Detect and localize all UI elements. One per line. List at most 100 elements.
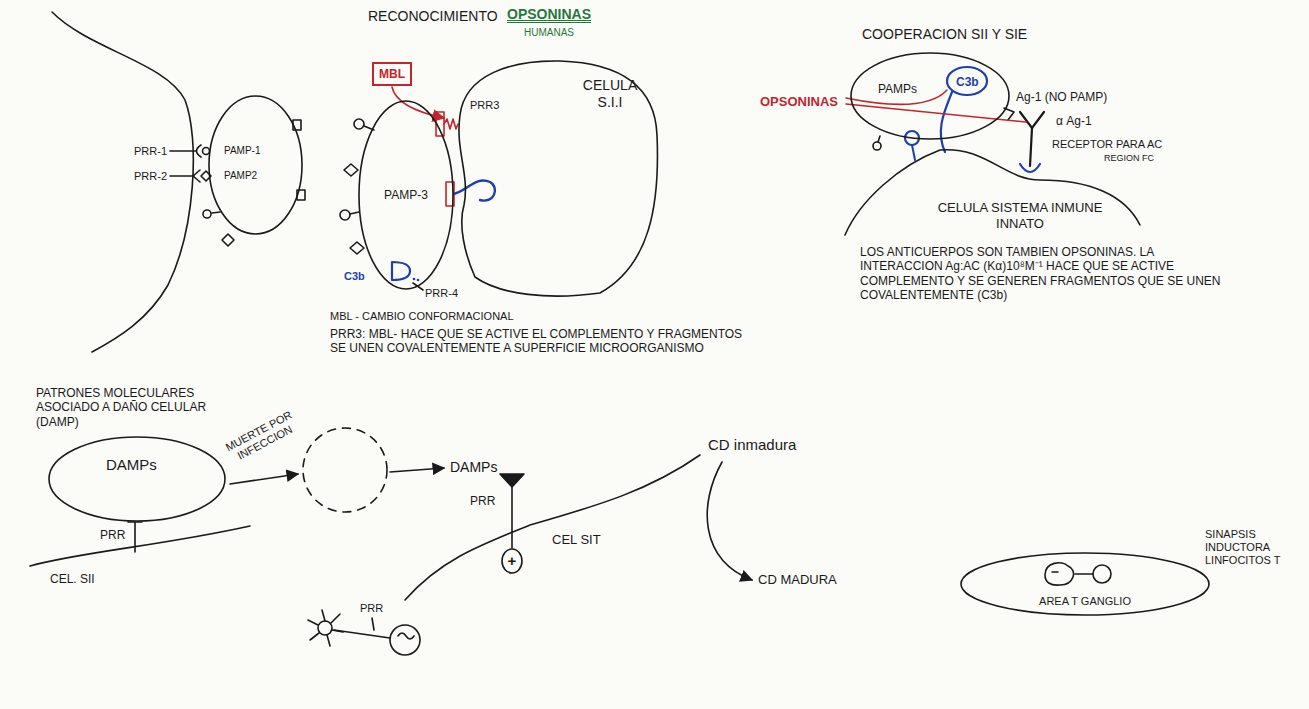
oval-outline — [209, 96, 302, 234]
dead-cell — [303, 428, 387, 512]
activation-circle: + — [501, 548, 523, 574]
microbe-detail — [398, 633, 414, 639]
microbe — [390, 625, 420, 655]
synapse-line — [1075, 573, 1093, 575]
pamp-stalk — [878, 136, 880, 142]
immune-cell: CELULA S.I.I — [450, 55, 660, 300]
dendrites — [308, 610, 343, 646]
pamp-diamond — [344, 164, 358, 176]
arrow-label: MUERTE POR INFECCION — [220, 407, 303, 468]
cell-membrane — [845, 150, 1140, 235]
fragment-label: C3b — [344, 270, 365, 283]
pamp-stalk — [212, 212, 220, 213]
cell-membrane — [30, 526, 250, 566]
note-text: LOS ANTICUERPOS SON TAMBIEN OPSONINAS. L… — [860, 245, 1230, 303]
cell-label: CD MADURA — [758, 572, 837, 588]
release-arrow — [390, 468, 444, 472]
receptor-label: PRR-2 — [134, 170, 167, 183]
receptor-label: REGION FC — [1104, 153, 1154, 164]
node-text: PAMP2 — [224, 170, 257, 182]
receptor-label: PRR — [360, 602, 383, 615]
section-heading: RECONOCIMIENTO — [368, 8, 498, 25]
c3b-loop — [454, 181, 495, 201]
oval-outline — [502, 549, 522, 573]
node-text: AREA T GANGLIO — [1039, 595, 1131, 608]
oval-outline — [851, 53, 1009, 139]
oval-outline — [359, 101, 453, 289]
fragment-dot — [413, 278, 416, 281]
pamp-circle — [354, 119, 364, 129]
fc-receptor — [1020, 164, 1040, 172]
node-text: PAMP-3 — [384, 188, 428, 202]
node-text: C3b — [956, 75, 979, 89]
node-text: CELULA S.I.I — [570, 77, 650, 111]
node-text: MBL — [379, 67, 405, 81]
receptor-angle — [193, 170, 200, 182]
signal-line — [511, 487, 513, 548]
antibody-label: α Ag-1 — [1056, 114, 1092, 128]
antibody-arms — [1020, 112, 1044, 128]
section-heading: OPSONINAS — [507, 6, 591, 23]
leader-line — [372, 618, 374, 630]
c3b-loop — [947, 67, 987, 95]
oval-outline — [49, 437, 225, 521]
node-outline — [48, 436, 226, 522]
node-outline — [850, 52, 1010, 140]
cell-label: CEL SIT — [552, 532, 601, 548]
cell-membrane — [405, 455, 700, 600]
dendritic-cell — [1093, 565, 1111, 583]
left-panel — [52, 12, 305, 352]
opsonin-label: OPSONINAS — [760, 94, 838, 110]
microbe-oval: PAMPs C3b — [850, 52, 1010, 140]
receptor-label: PRR-1 — [134, 145, 167, 158]
dendritic-cell — [318, 621, 332, 635]
box-outline — [373, 63, 411, 85]
fragment-dot — [417, 279, 420, 282]
c3b-tether — [941, 92, 952, 152]
pamp-circle — [873, 142, 881, 150]
receptor-label: RECEPTOR PARA AC — [1052, 138, 1162, 151]
receptor-line — [170, 175, 194, 177]
section-heading: PATRONES MOLECULARES ASOCIADO A DAÑO CEL… — [36, 386, 236, 429]
receptor-label: PRR — [470, 494, 495, 508]
receptor-line — [170, 150, 196, 152]
right-panel — [845, 67, 1140, 235]
note-text: PRR3: MBL- HACE QUE SE ACTIVE EL COMPLEM… — [330, 327, 760, 356]
receptor-label: PRR3 — [470, 99, 499, 112]
receptor-label: PRR-4 — [425, 287, 458, 300]
pamp-circle — [203, 210, 211, 218]
receptor-stalk — [912, 145, 915, 160]
node-outline — [208, 95, 303, 235]
antibody-stem — [1030, 128, 1032, 166]
death-arrow — [230, 474, 298, 484]
pamp-stalk — [350, 212, 359, 214]
pamp-circle — [203, 148, 210, 155]
microbe-oval: PAMP-1PAMP2 — [208, 95, 303, 235]
node-text: PAMPs — [878, 82, 917, 96]
cell-label: CELULA SISTEMA INMUNE INNATO — [935, 200, 1105, 231]
microbe-oval: PAMP-3 — [358, 100, 454, 290]
bottom-panel — [30, 428, 1111, 655]
pamp-diamond — [222, 234, 234, 246]
note-text: SINAPSIS INDUCTORA LINFOCITOS T — [1205, 528, 1297, 568]
mbl-box: MBL — [372, 62, 412, 86]
receptor-line — [334, 630, 390, 638]
c3b-fragment — [392, 262, 410, 280]
oval-outline — [961, 553, 1209, 615]
maturation-arrow — [707, 462, 752, 580]
node-text: + — [508, 552, 517, 570]
antigen-label: Ag-1 (NO PAMP) — [1016, 90, 1107, 104]
pamp-diamond — [350, 242, 364, 254]
node-text: PAMP-1 — [224, 145, 261, 157]
cell-outline — [459, 61, 658, 296]
section-heading: COOPERACION SII Y SIE — [862, 26, 1027, 43]
receptor-cup — [197, 145, 202, 157]
receptor-label: PRR — [100, 528, 125, 542]
cell-membrane — [52, 12, 193, 352]
lymph-node-area: AREA T GANGLIO — [960, 552, 1210, 616]
note-text: MBL - CAMBIO CONFORMACIONAL — [330, 310, 514, 323]
opsonin-pointer — [846, 104, 1026, 122]
section-subheading: HUMANAS — [524, 27, 574, 39]
node-text: DAMPs — [106, 456, 157, 474]
